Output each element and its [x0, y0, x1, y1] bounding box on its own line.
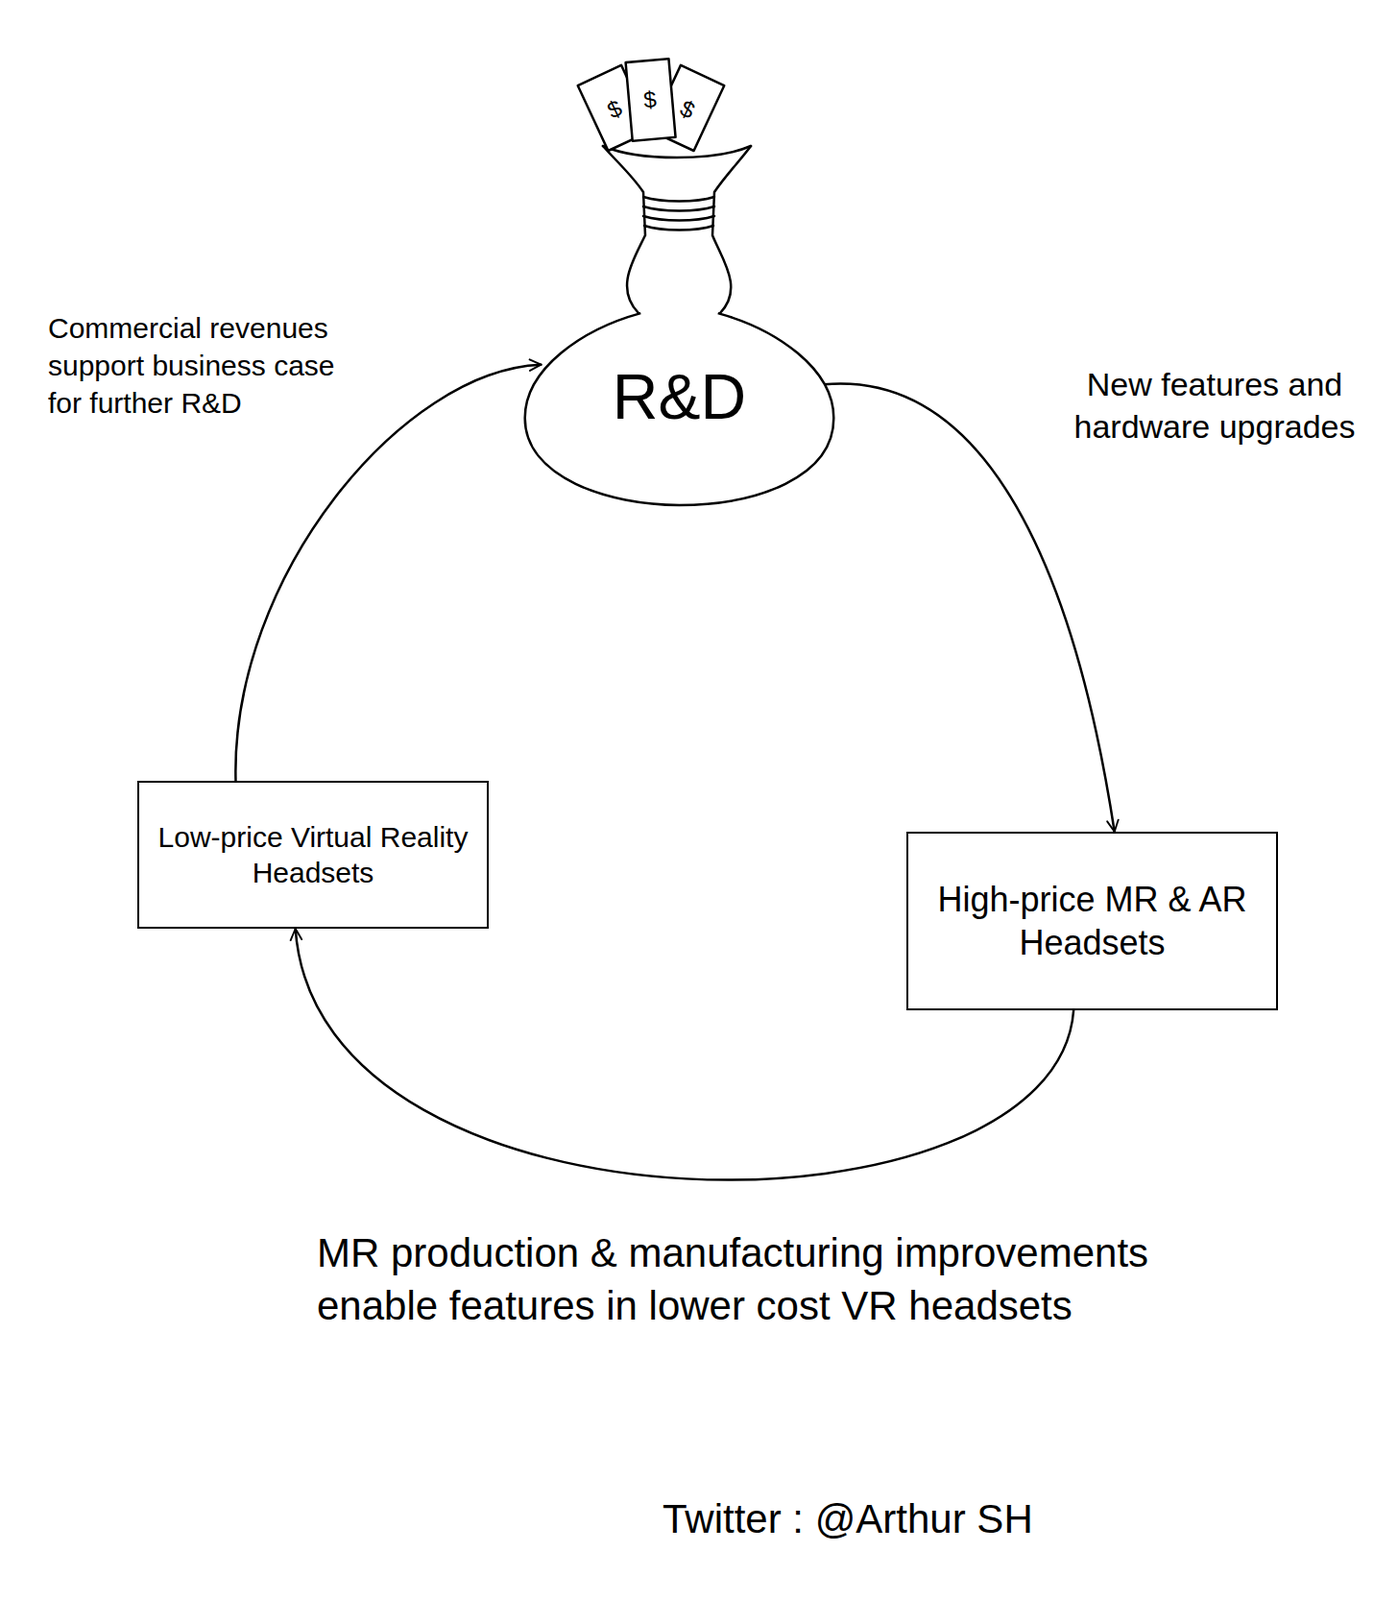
node-text-group: Low-price Virtual Reality Headsets — [152, 819, 474, 892]
process-box: High-price MR & AR Headsets — [906, 831, 1278, 1011]
edge-label: MR production & manufacturing improvemen… — [316, 1227, 1182, 1332]
node-label: Low-price Virtual Reality Headsets — [152, 819, 474, 892]
bag-tie — [643, 196, 715, 202]
money-bag-outline — [525, 313, 835, 506]
credit-note: Twitter : @Arthur SH — [662, 1493, 1335, 1546]
edge-label: New features and hardware upgrades — [1065, 362, 1364, 448]
money-bag-node: R&D — [518, 309, 841, 507]
bag-opening — [602, 145, 751, 158]
cycle-arrow — [823, 384, 1114, 832]
bag-tie — [643, 216, 715, 221]
node-text-group: R&D — [612, 357, 747, 437]
bag-neck — [712, 145, 751, 314]
node-label: High-price MR & AR Headsets — [921, 877, 1263, 965]
bag-tie — [643, 206, 715, 212]
edge-label: Commercial revenues support business cas… — [48, 309, 337, 422]
cycle-arrow — [235, 364, 541, 781]
node-label: R&D — [612, 357, 747, 437]
node-text-group: High-price MR & AR Headsets — [921, 877, 1263, 965]
dollar-sign: $ — [637, 83, 664, 116]
banknote — [626, 58, 676, 142]
process-box: Low-price Virtual Reality Headsets — [137, 780, 489, 929]
bag-neck — [602, 145, 646, 314]
bag-tie — [644, 225, 714, 231]
